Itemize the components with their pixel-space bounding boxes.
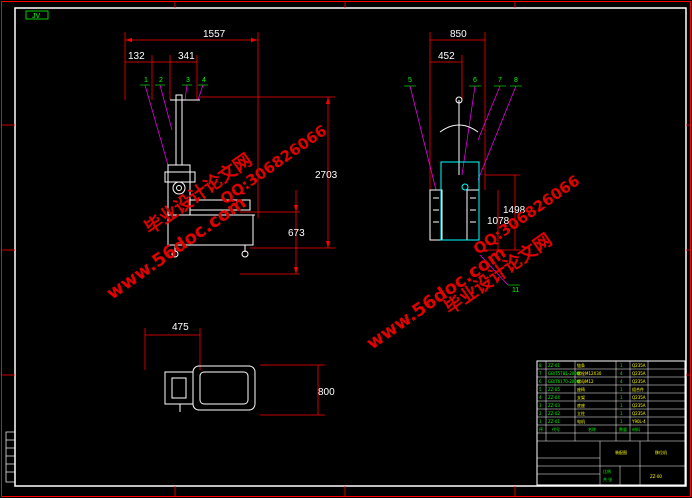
dim-side-width: 850	[450, 29, 467, 40]
title-row-1: 1 ZZ-01 电机 1 Y90L-4	[539, 418, 646, 424]
drawing-number: ZZ-00	[650, 474, 662, 479]
svg-text:ZZ-04: ZZ-04	[548, 395, 560, 400]
balloon-2: 2	[159, 77, 163, 84]
balloon-3: 3	[186, 77, 190, 84]
svg-text:螺栓M12X30: 螺栓M12X30	[577, 370, 602, 376]
svg-text:ZZ-02: ZZ-02	[548, 411, 560, 416]
title-row-4: 4 ZZ-04 支架 1 Q235A	[539, 394, 646, 400]
svg-text:GB/T6170-2000: GB/T6170-2000	[548, 379, 580, 384]
title-row-6: 6 GB/T6170-2000 螺母M12 4 Q235A	[539, 378, 646, 384]
svg-text:螺母M12: 螺母M12	[577, 378, 594, 384]
svg-text:Q235A: Q235A	[632, 363, 646, 368]
svg-text:支架: 支架	[577, 394, 585, 400]
balloon-5: 5	[408, 77, 412, 84]
svg-text:底座: 底座	[577, 402, 585, 408]
svg-text:ZZ-05: ZZ-05	[548, 387, 560, 392]
svg-text:链条: 链条	[577, 362, 585, 368]
svg-text:1: 1	[620, 395, 623, 400]
dim-front-overall-width: 1557	[203, 29, 226, 40]
dim-front-height: 2703	[315, 170, 338, 181]
svg-text:组合件: 组合件	[632, 386, 644, 392]
svg-text:1: 1	[620, 363, 623, 368]
svg-text:Q235A: Q235A	[632, 379, 646, 384]
left-margin-boxes	[5, 431, 16, 483]
balloon-11: 11	[512, 287, 519, 294]
svg-text:名称: 名称	[588, 426, 596, 432]
title-row-2: 2 ZZ-02 立柱 1 Q235A	[539, 410, 646, 416]
product-name: 移位机	[655, 449, 667, 455]
title-row-3: 3 ZZ-03 底座 1 Q235A	[539, 402, 646, 408]
svg-text:1: 1	[620, 419, 623, 424]
svg-text:4: 4	[620, 371, 623, 376]
svg-text:3: 3	[539, 403, 542, 408]
dim-side-inner: 452	[438, 51, 455, 62]
dim-side-right: 1498	[503, 205, 526, 216]
title-block: 8 ZZ-01 链条 1 Q235A 7 GB/T5781-2000 螺栓M12…	[536, 360, 686, 486]
corner-tag: JV	[32, 13, 41, 20]
dim-front-mid: 341	[178, 51, 195, 62]
watermarks: 毕业设计论文网 www.56doc.com QQ:306826066 www.5…	[103, 122, 583, 355]
svg-text:座椅: 座椅	[577, 386, 585, 392]
drawing-title: 装配图	[615, 449, 627, 455]
title-header-row: 序 代号 名称 数量 材料	[539, 426, 640, 432]
svg-text:代号: 代号	[552, 426, 560, 432]
svg-text:Q235A: Q235A	[632, 411, 646, 416]
svg-text:4: 4	[539, 395, 542, 400]
svg-text:7: 7	[539, 371, 542, 376]
svg-text:1: 1	[620, 411, 623, 416]
svg-text:GB/T5781-2000: GB/T5781-2000	[548, 371, 580, 376]
front-view: 1557 132 341 2703 673 1 2 3 4	[124, 29, 338, 275]
balloon-8: 8	[514, 77, 518, 84]
balloon-1: 1	[144, 77, 148, 84]
title-row-7: 7 GB/T5781-2000 螺栓M12X30 4 Q235A	[539, 370, 646, 376]
svg-text:Q235A: Q235A	[632, 395, 646, 400]
svg-text:ZZ-01: ZZ-01	[548, 363, 560, 368]
svg-text:ZZ-01: ZZ-01	[548, 419, 560, 424]
inner-frame	[14, 7, 687, 487]
top-view: 475 800	[144, 322, 335, 416]
title-row-8: 8 ZZ-01 链条 1 Q235A	[539, 362, 646, 368]
svg-text:5: 5	[539, 387, 542, 392]
svg-text:1: 1	[620, 387, 623, 392]
svg-text:序: 序	[539, 426, 543, 432]
svg-text:1: 1	[539, 419, 542, 424]
dim-front-low: 673	[288, 228, 305, 239]
balloon-4: 4	[202, 77, 206, 84]
svg-text:Q235A: Q235A	[632, 371, 646, 376]
corner-tag-box	[25, 10, 49, 20]
dim-side-mid: 1078	[487, 216, 510, 227]
watermark-url-2: www.56doc.com	[363, 242, 510, 354]
side-view: 850 452 1078 1498 5 6 7 8 11	[404, 29, 526, 294]
svg-text:立柱: 立柱	[577, 410, 585, 416]
svg-text:6: 6	[539, 379, 542, 384]
svg-text:Q235A: Q235A	[632, 403, 646, 408]
svg-text:数量: 数量	[619, 426, 627, 432]
balloon-7: 7	[498, 77, 502, 84]
svg-text:Y90L-4: Y90L-4	[631, 419, 646, 424]
svg-text:1: 1	[620, 403, 623, 408]
balloon-6: 6	[473, 77, 477, 84]
svg-text:2: 2	[539, 411, 542, 416]
scale-label: 比例	[603, 468, 611, 474]
svg-text:ZZ-03: ZZ-03	[548, 403, 560, 408]
sheet-label: 共 张	[603, 476, 612, 482]
title-row-5: 5 ZZ-05 座椅 1 组合件	[539, 386, 644, 392]
svg-text:电机: 电机	[577, 418, 585, 424]
svg-text:材料: 材料	[632, 426, 640, 432]
dim-front-left: 132	[128, 51, 145, 62]
dim-top-width: 475	[172, 322, 189, 333]
side-seat-outline	[440, 161, 480, 241]
svg-text:8: 8	[539, 363, 542, 368]
svg-text:4: 4	[620, 379, 623, 384]
dim-top-height: 800	[318, 387, 335, 398]
